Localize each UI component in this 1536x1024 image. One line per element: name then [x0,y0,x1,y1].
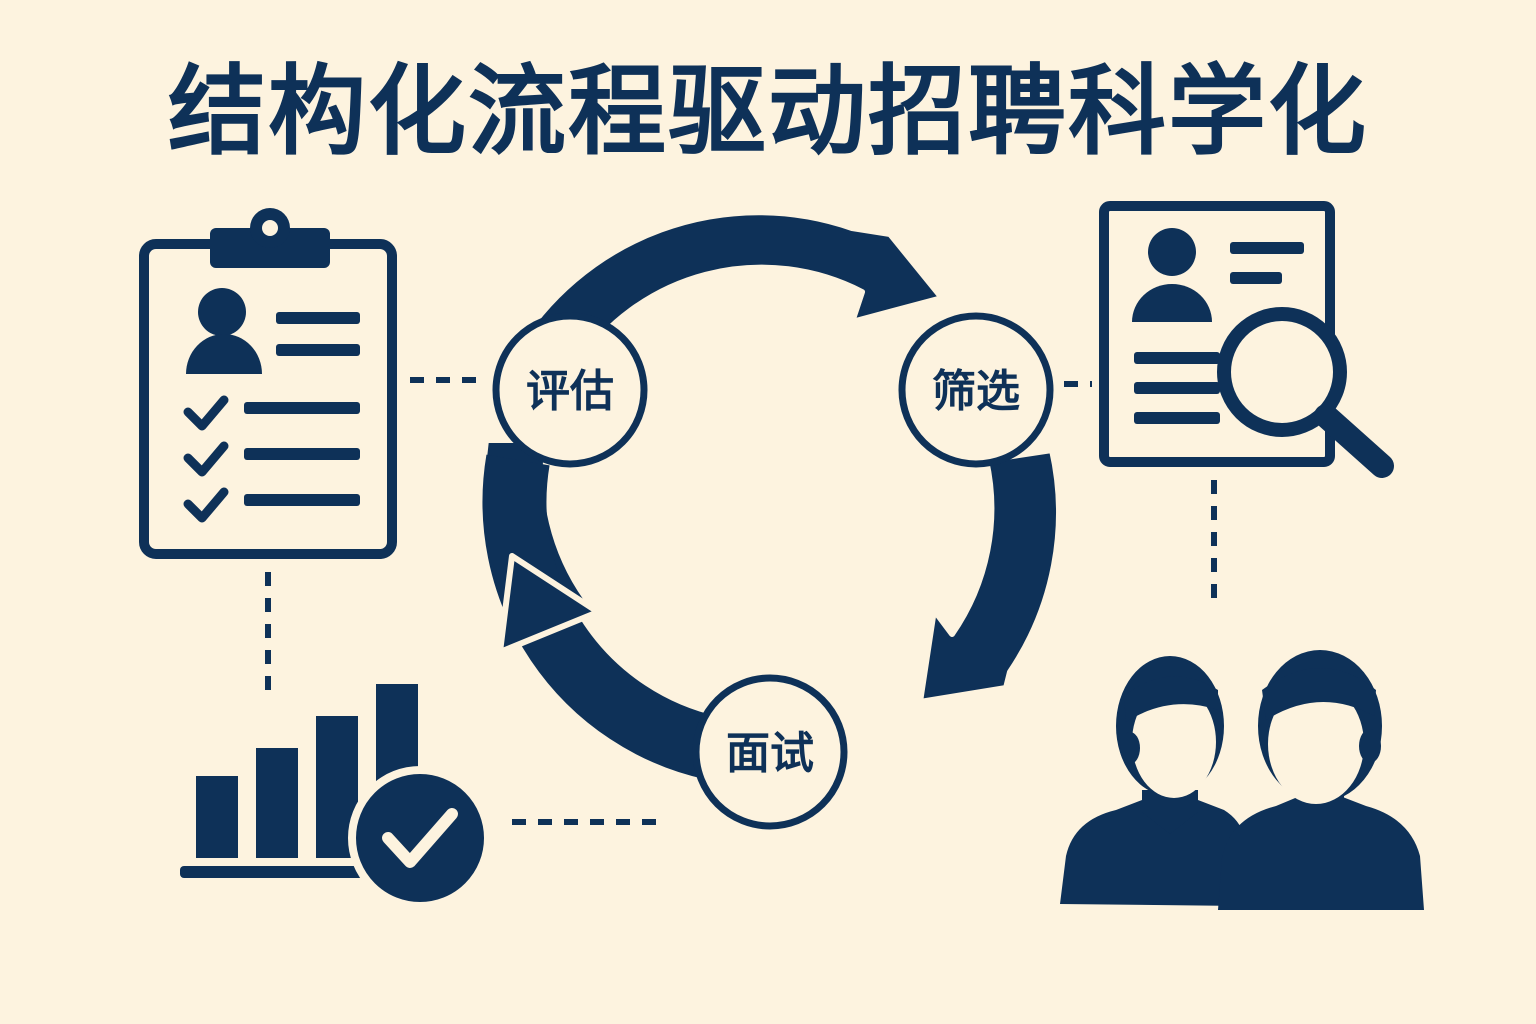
clipboard-checklist-icon [139,208,397,559]
stage-evaluate: 评估 [492,312,648,468]
cycle-arrow-right [917,447,1062,705]
stage-interview-label: 面试 [726,728,814,779]
bar-chart-check-icon [180,684,492,910]
stage-evaluate-label: 评估 [526,366,614,417]
connector-lines [265,377,1217,825]
two-people-icon [1060,650,1424,910]
cycle-left-arc-detail [482,454,720,780]
resume-magnifier-icon [1099,201,1394,478]
cycle-arrow-top [511,209,945,369]
page-title: 结构化流程驱动招聘科学化 [167,55,1368,169]
stage-screen: 筛选 [898,312,1054,468]
stage-screen-label: 筛选 [932,366,1020,417]
stage-interview: 面试 [692,674,848,830]
